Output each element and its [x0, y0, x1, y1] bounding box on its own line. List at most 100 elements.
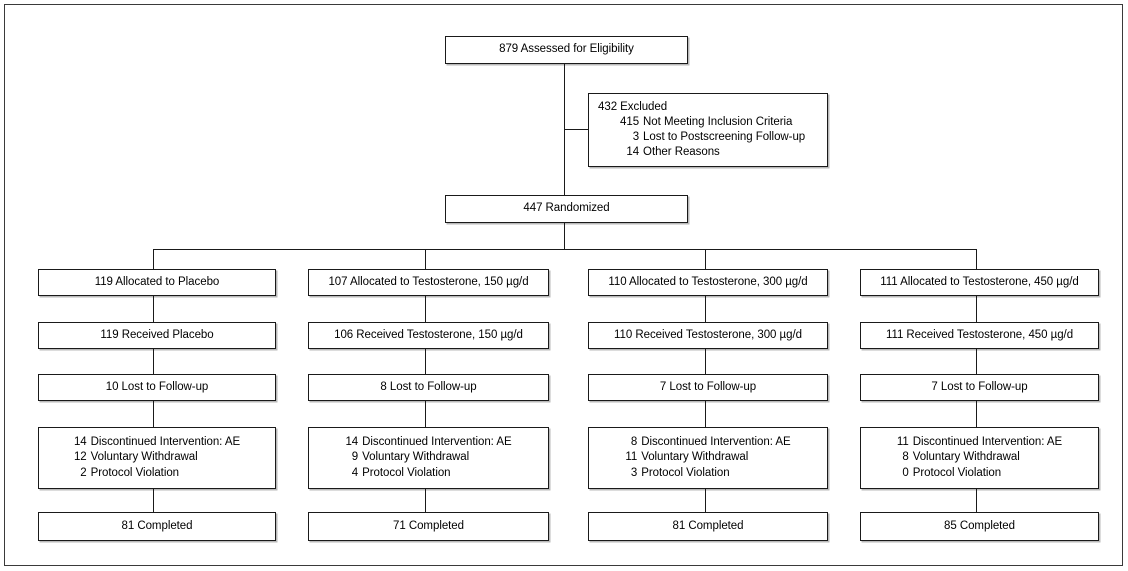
discontinued-count: 8	[630, 436, 638, 449]
arm-4-received-label: 111 Received Testosterone, 450 µg/d	[885, 328, 1074, 341]
node-randomized: 447 Randomized	[445, 195, 688, 223]
arm-1-allocated-label: 119 Allocated to Placebo	[94, 275, 220, 288]
arm-3-completed-label: 81 Completed	[672, 519, 744, 532]
arm-4-lost-label: 7 Lost to Follow-up	[931, 380, 1028, 393]
arm-3-allocated-box: 110 Allocated to Testosterone, 300 µg/d	[588, 269, 828, 296]
connector-arm-2-discontinued-completed	[425, 489, 426, 512]
arm-3-lost-label: 7 Lost to Follow-up	[659, 380, 757, 393]
connector-arm-1-allocated-received	[153, 296, 154, 322]
connector-spine-to-excluded	[564, 129, 588, 130]
discontinued-label: Discontinued Intervention: AE	[362, 436, 512, 449]
discontinued-label: Voluntary Withdrawal	[362, 451, 470, 464]
excluded-reason-list: 415 Not Meeting Inclusion Criteria 3 Los…	[620, 115, 805, 161]
arm-3-allocated-label: 110 Allocated to Testosterone, 300 µg/d	[608, 275, 808, 288]
arm-4-discontinued-list: 11 Discontinued Intervention: AE 8 Volun…	[897, 435, 1062, 481]
excluded-reason-row: 415 Not Meeting Inclusion Criteria	[620, 115, 805, 130]
arm-4-lost-box: 7 Lost to Follow-up	[860, 374, 1099, 401]
arm-2-discontinued-list: 14 Discontinued Intervention: AE 9 Volun…	[345, 435, 511, 481]
discontinued-count: 12	[73, 451, 87, 464]
connector-bus-to-arm-3	[705, 249, 706, 269]
discontinued-count: 8	[902, 451, 909, 464]
connector-randomized-stem	[564, 223, 565, 249]
discontinued-row: 14 Discontinued Intervention: AE	[345, 435, 511, 450]
excluded-reason-row: 3 Lost to Postscreening Follow-up	[620, 130, 806, 145]
discontinued-count: 4	[351, 466, 359, 479]
discontinued-label: Protocol Violation	[912, 466, 1002, 479]
discontinued-row: 8 Voluntary Withdrawal	[897, 450, 1062, 465]
connector-arm-3-received-lost	[705, 349, 706, 374]
connector-arm-2-lost-discontinued	[425, 401, 426, 427]
arm-2-completed-box: 71 Completed	[308, 512, 549, 541]
discontinued-row: 8 Discontinued Intervention: AE	[625, 435, 791, 450]
arm-1-received-box: 119 Received Placebo	[38, 322, 276, 349]
discontinued-row: 12 Voluntary Withdrawal	[74, 450, 240, 465]
arm-3-discontinued-list: 8 Discontinued Intervention: AE 11 Volun…	[625, 435, 790, 481]
node-assessed-for-eligibility: 879 Assessed for Eligibility	[445, 36, 688, 64]
excluded-reason-count: 415	[620, 115, 640, 128]
connector-arm-2-received-lost	[425, 349, 426, 374]
discontinued-count: 2	[80, 466, 87, 479]
discontinued-label: Protocol Violation	[641, 466, 730, 479]
discontinued-row: 11 Voluntary Withdrawal	[625, 450, 790, 465]
arm-1-completed-box: 81 Completed	[38, 512, 276, 541]
excluded-reason-label: Other Reasons	[643, 146, 720, 159]
excluded-reason-label: Lost to Postscreening Follow-up	[643, 131, 806, 143]
arm-1-lost-box: 10 Lost to Follow-up	[38, 374, 276, 401]
discontinued-label: Voluntary Withdrawal	[912, 451, 1020, 464]
connector-bus-to-arm-4	[976, 249, 977, 269]
excluded-reason-count: 14	[626, 146, 640, 159]
connector-arm-4-discontinued-completed	[976, 489, 977, 512]
arm-2-completed-label: 71 Completed	[393, 519, 464, 532]
connector-branch-bus	[153, 249, 976, 250]
discontinued-label: Discontinued Intervention: AE	[912, 436, 1063, 449]
arm-3-discontinued-box: 8 Discontinued Intervention: AE 11 Volun…	[588, 427, 828, 489]
discontinued-row: 14 Discontinued Intervention: AE	[74, 435, 240, 450]
arm-2-received-box: 106 Received Testosterone, 150 µg/d	[308, 322, 549, 349]
discontinued-label: Discontinued Intervention: AE	[90, 436, 241, 449]
arm-3-lost-box: 7 Lost to Follow-up	[588, 374, 828, 401]
arm-4-allocated-label: 111 Allocated to Testosterone, 450 µg/d	[880, 275, 1079, 288]
discontinued-row: 3 Protocol Violation	[625, 466, 790, 481]
discontinued-count: 9	[351, 451, 359, 464]
node-excluded: 432 Excluded 415 Not Meeting Inclusion C…	[588, 93, 828, 167]
arm-2-lost-box: 8 Lost to Follow-up	[308, 374, 549, 401]
arm-2-allocated-label: 107 Allocated to Testosterone, 150 µg/d	[328, 275, 529, 288]
discontinued-label: Voluntary Withdrawal	[90, 451, 198, 464]
arm-3-completed-box: 81 Completed	[588, 512, 828, 541]
discontinued-label: Discontinued Intervention: AE	[641, 436, 791, 449]
arm-1-discontinued-list: 14 Discontinued Intervention: AE 12 Volu…	[74, 435, 240, 481]
arm-2-allocated-box: 107 Allocated to Testosterone, 150 µg/d	[308, 269, 549, 296]
discontinued-count: 0	[902, 466, 909, 479]
discontinued-row: 11 Discontinued Intervention: AE	[897, 435, 1062, 450]
arm-4-discontinued-box: 11 Discontinued Intervention: AE 8 Volun…	[860, 427, 1099, 489]
arm-2-discontinued-box: 14 Discontinued Intervention: AE 9 Volun…	[308, 427, 549, 489]
connector-arm-3-allocated-received	[705, 296, 706, 322]
arm-2-lost-label: 8 Lost to Follow-up	[380, 380, 477, 393]
connector-arm-1-lost-discontinued	[153, 401, 154, 427]
connector-arm-2-allocated-received	[425, 296, 426, 322]
arm-1-lost-label: 10 Lost to Follow-up	[105, 380, 209, 393]
excluded-reason-count: 3	[632, 131, 640, 143]
discontinued-count: 14	[345, 436, 359, 449]
discontinued-row: 0 Protocol Violation	[897, 466, 1062, 481]
arm-4-received-box: 111 Received Testosterone, 450 µg/d	[860, 322, 1099, 349]
discontinued-label: Protocol Violation	[90, 466, 180, 479]
connector-arm-3-discontinued-completed	[705, 489, 706, 512]
arm-1-completed-label: 81 Completed	[121, 519, 193, 532]
arm-4-allocated-box: 111 Allocated to Testosterone, 450 µg/d	[860, 269, 1099, 296]
discontinued-row: 9 Voluntary Withdrawal	[345, 450, 511, 465]
arm-2-received-label: 106 Received Testosterone, 150 µg/d	[334, 328, 523, 341]
arm-3-received-box: 110 Received Testosterone, 300 µg/d	[588, 322, 828, 349]
arm-4-completed-box: 85 Completed	[860, 512, 1099, 541]
connector-arm-3-lost-discontinued	[705, 401, 706, 427]
discontinued-row: 2 Protocol Violation	[74, 466, 240, 481]
discontinued-count: 11	[896, 436, 909, 449]
arm-1-received-label: 119 Received Placebo	[100, 328, 214, 341]
excluded-header: 432 Excluded	[598, 100, 668, 113]
arm-4-completed-label: 85 Completed	[944, 519, 1015, 532]
node-randomized-label: 447 Randomized	[523, 202, 610, 215]
connector-bus-to-arm-2	[425, 249, 426, 269]
discontinued-label: Voluntary Withdrawal	[641, 451, 749, 464]
excluded-reason-row: 14 Other Reasons	[620, 145, 805, 160]
discontinued-row: 4 Protocol Violation	[345, 466, 511, 481]
